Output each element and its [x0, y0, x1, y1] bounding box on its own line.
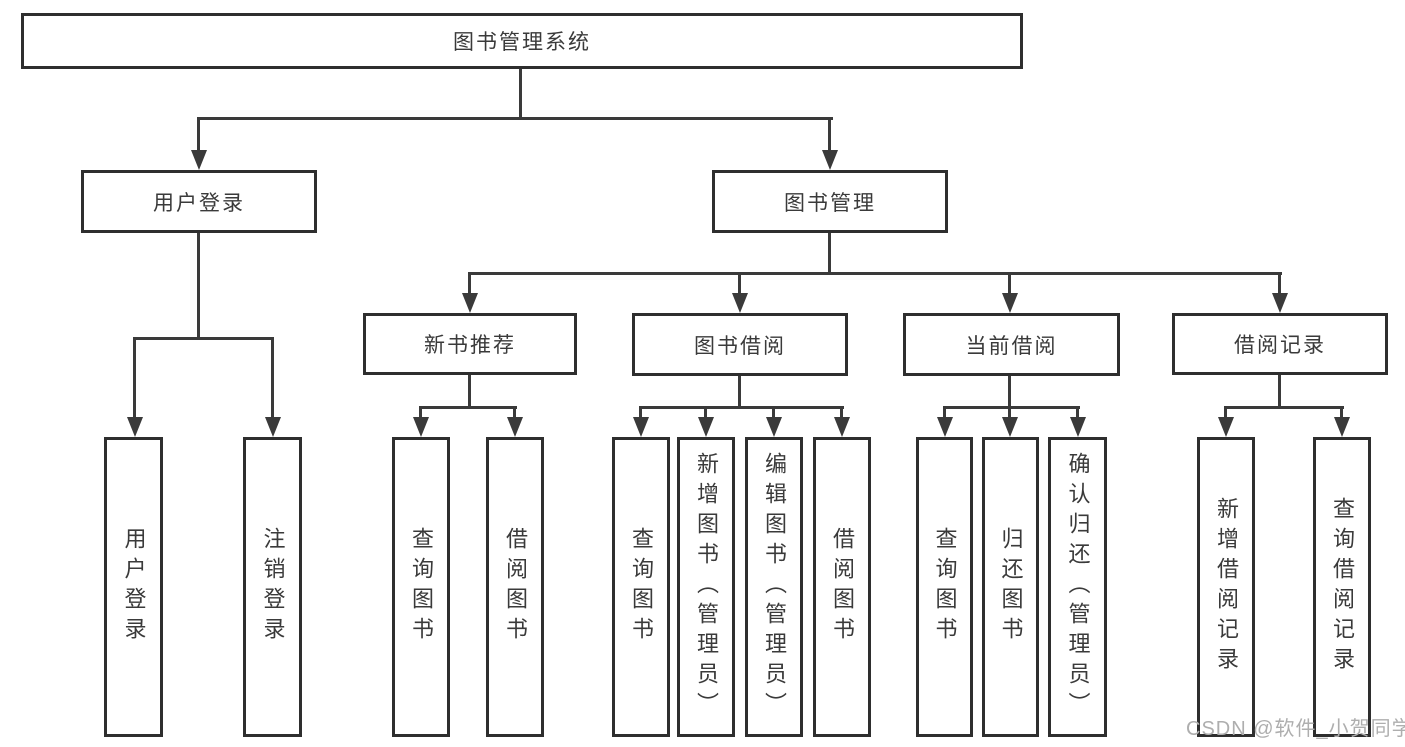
arrow-down-icon — [732, 293, 748, 313]
csdn-watermark: CSDN @软件_小贺同学 — [1186, 718, 1405, 740]
node-user-login: 用户登录 — [81, 170, 317, 233]
leaf-query-borrow-record: 查询借阅记录 — [1313, 437, 1371, 737]
connector-line — [639, 406, 844, 409]
connector-line — [1008, 406, 1011, 417]
arrow-down-icon — [1334, 417, 1350, 437]
arrow-down-icon — [937, 417, 953, 437]
arrow-down-icon — [822, 150, 838, 170]
arrow-down-icon — [1002, 417, 1018, 437]
node-borrowing-records: 借阅记录 — [1172, 313, 1388, 375]
connector-line — [1076, 406, 1079, 417]
leaf-add-books-admin: 新增图书（管理员） — [677, 437, 735, 737]
arrow-down-icon — [698, 417, 714, 437]
leaf-add-borrow-record: 新增借阅记录 — [1197, 437, 1255, 737]
node-new-book-recommendation: 新书推荐 — [363, 313, 577, 375]
connector-line — [1008, 272, 1011, 293]
connector-line — [828, 233, 831, 272]
connector-line — [133, 337, 136, 417]
arrow-down-icon — [834, 417, 850, 437]
node-root: 图书管理系统 — [21, 13, 1023, 69]
leaf-borrow-books-borrowing: 借阅图书 — [813, 437, 871, 737]
connector-line — [468, 272, 1282, 275]
connector-line — [271, 337, 274, 417]
connector-line — [513, 406, 516, 417]
connector-line — [1278, 375, 1281, 406]
arrow-down-icon — [1218, 417, 1234, 437]
connector-line — [772, 406, 775, 417]
leaf-query-books-current: 查询图书 — [916, 437, 973, 737]
leaf-borrow-books-newrec: 借阅图书 — [486, 437, 544, 737]
leaf-query-books-newrec: 查询图书 — [392, 437, 450, 737]
connector-line — [133, 337, 274, 340]
arrow-down-icon — [191, 150, 207, 170]
connector-line — [197, 117, 833, 120]
connector-line — [1224, 406, 1227, 417]
leaf-edit-books-admin: 编辑图书（管理员） — [745, 437, 803, 737]
leaf-user-login: 用户登录 — [104, 437, 163, 737]
connector-line — [840, 406, 843, 417]
connector-line — [738, 376, 741, 406]
connector-line — [943, 406, 946, 417]
arrow-down-icon — [413, 417, 429, 437]
arrow-down-icon — [507, 417, 523, 437]
arrow-down-icon — [127, 417, 143, 437]
arrow-down-icon — [265, 417, 281, 437]
connector-line — [1008, 376, 1011, 406]
arrow-down-icon — [766, 417, 782, 437]
connector-line — [828, 117, 831, 150]
arrow-down-icon — [1070, 417, 1086, 437]
node-current-borrowing: 当前借阅 — [903, 313, 1120, 376]
connector-line — [943, 406, 1080, 409]
connector-line — [468, 375, 471, 406]
connector-line — [1340, 406, 1343, 417]
connector-line — [639, 406, 642, 417]
arrow-down-icon — [1272, 293, 1288, 313]
connector-line — [197, 117, 200, 150]
leaf-query-books-borrowing: 查询图书 — [612, 437, 670, 737]
connector-line — [197, 233, 200, 337]
connector-line — [519, 69, 522, 117]
node-book-management: 图书管理 — [712, 170, 948, 233]
arrow-down-icon — [1002, 293, 1018, 313]
leaf-confirm-return-admin: 确认归还（管理员） — [1048, 437, 1107, 737]
node-book-borrowing: 图书借阅 — [632, 313, 848, 376]
connector-line — [419, 406, 517, 409]
connector-line — [1224, 406, 1344, 409]
connector-line — [704, 406, 707, 417]
arrow-down-icon — [462, 293, 478, 313]
connector-line — [419, 406, 422, 417]
leaf-return-books: 归还图书 — [982, 437, 1039, 737]
leaf-logout: 注销登录 — [243, 437, 302, 737]
arrow-down-icon — [633, 417, 649, 437]
connector-line — [738, 272, 741, 293]
connector-line — [468, 272, 471, 293]
connector-line — [1278, 272, 1281, 293]
